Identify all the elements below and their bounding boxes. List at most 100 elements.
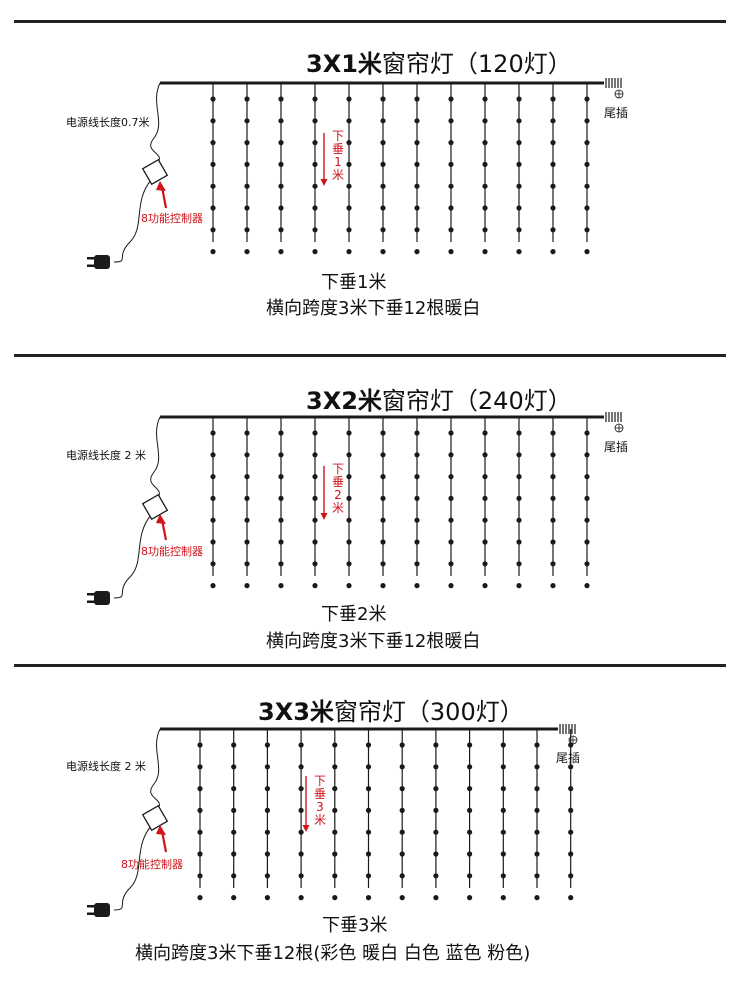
- bulb: [448, 205, 454, 211]
- light-strand: [278, 83, 284, 255]
- caption-description: 横向跨度3米下垂12根暖白: [266, 298, 481, 319]
- bulb: [414, 474, 420, 480]
- plug-prong-bottom: [87, 912, 95, 915]
- drop-arrow-head: [320, 513, 328, 520]
- bulb: [365, 851, 372, 857]
- bulb: [346, 517, 352, 523]
- section-divider-3: [14, 664, 726, 667]
- bulb: [448, 430, 454, 436]
- bulb: [399, 807, 405, 814]
- bulb: [210, 561, 216, 567]
- bulb: [278, 161, 284, 167]
- bulb: [244, 539, 250, 545]
- bulb: [244, 205, 250, 211]
- power-cord: [150, 82, 161, 165]
- section-title: 3X1米窗帘灯（120灯）: [306, 44, 572, 79]
- bulb: [231, 786, 237, 792]
- caption-drop: 下垂2米: [321, 604, 387, 625]
- bulb: [500, 851, 506, 857]
- light-strand: [380, 83, 386, 255]
- light-strand: [244, 83, 250, 255]
- bulb: [482, 495, 488, 501]
- bulb: [534, 807, 540, 814]
- bulb: [346, 452, 352, 458]
- bulb: [346, 561, 352, 567]
- bulb: [346, 183, 352, 189]
- bulb: [365, 895, 372, 901]
- bulb: [210, 452, 216, 458]
- plug-prong-top: [87, 593, 95, 596]
- bulb: [414, 495, 420, 501]
- bulb: [380, 118, 386, 124]
- bulb: [500, 829, 506, 835]
- bulb: [380, 474, 386, 480]
- bulb: [298, 895, 304, 901]
- light-strand: [568, 729, 574, 901]
- power-plug-icon: [87, 255, 110, 269]
- bulb: [278, 183, 284, 189]
- power-cord-length-label: 电源线长度 2 米: [66, 449, 146, 462]
- bulb: [448, 249, 454, 255]
- bulb: [414, 96, 420, 102]
- light-strand: [312, 83, 318, 255]
- bulb: [312, 430, 318, 436]
- bulb: [346, 227, 352, 233]
- bulb: [210, 249, 216, 255]
- bulb: [584, 583, 590, 589]
- title-size: 3X3米: [258, 698, 334, 726]
- bulb: [264, 742, 270, 748]
- bulb: [482, 517, 488, 523]
- bulb: [231, 851, 237, 857]
- bulb: [516, 96, 522, 102]
- bulb: [516, 140, 522, 146]
- bulb: [399, 851, 405, 857]
- bulb: [231, 873, 237, 879]
- bulb: [550, 249, 556, 255]
- bulb: [500, 764, 506, 770]
- bulb: [550, 161, 556, 167]
- bulb: [332, 764, 338, 770]
- light-strand: [467, 729, 473, 901]
- bulb: [380, 517, 386, 523]
- plug-body: [94, 255, 110, 269]
- bulb: [584, 452, 590, 458]
- bulb: [568, 851, 574, 857]
- bulb: [433, 873, 439, 879]
- light-strand: [210, 83, 216, 255]
- bulb: [210, 205, 216, 211]
- bulb: [210, 118, 216, 124]
- light-strand: [197, 729, 203, 901]
- bulb: [467, 764, 473, 770]
- bulb: [550, 495, 556, 501]
- bulb: [264, 851, 270, 857]
- bulb: [312, 583, 318, 589]
- tail-plug-icon: [559, 724, 578, 745]
- bulb: [278, 430, 284, 436]
- controller-label: 8功能控制器: [141, 545, 203, 558]
- bulb: [414, 118, 420, 124]
- light-strand: [448, 83, 454, 255]
- bulb: [534, 895, 540, 901]
- bulb: [332, 895, 338, 901]
- bulb: [516, 474, 522, 480]
- bulb: [534, 829, 540, 835]
- bulb: [278, 517, 284, 523]
- bulb: [380, 161, 386, 167]
- bulb: [433, 786, 439, 792]
- bulb: [584, 161, 590, 167]
- bulb: [448, 96, 454, 102]
- bulb: [278, 539, 284, 545]
- bulb: [584, 140, 590, 146]
- bulb: [332, 873, 338, 879]
- bulb: [210, 227, 216, 233]
- bulb: [482, 249, 488, 255]
- bulb: [482, 474, 488, 480]
- bulb: [448, 583, 454, 589]
- bulb: [433, 851, 439, 857]
- bulb: [584, 495, 590, 501]
- power-cord: [150, 728, 161, 811]
- bulb: [278, 227, 284, 233]
- bulb: [584, 227, 590, 233]
- bulb: [433, 829, 439, 835]
